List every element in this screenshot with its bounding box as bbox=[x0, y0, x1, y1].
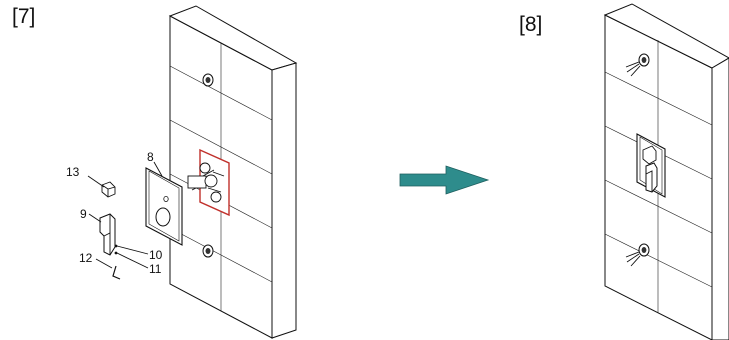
upper-outlet-hole bbox=[202, 73, 214, 87]
installed-mixer-trim bbox=[636, 133, 666, 198]
callout-12: 12 bbox=[79, 251, 93, 265]
callout-10: 10 bbox=[149, 248, 163, 262]
lower-spray-outlet bbox=[625, 243, 650, 267]
handle-lever bbox=[99, 213, 116, 256]
leader-lines bbox=[87, 161, 163, 269]
callout-11: 11 bbox=[149, 262, 162, 276]
cover-plate bbox=[145, 167, 183, 246]
step-8-label: [8] bbox=[519, 13, 543, 36]
concealed-valve-body bbox=[187, 148, 230, 217]
step-7-wall-panel bbox=[168, 5, 298, 339]
washer-part bbox=[114, 251, 118, 255]
step-8-wall-panel bbox=[603, 3, 729, 340]
upper-spray-outlet bbox=[625, 53, 650, 77]
callout-8: 8 bbox=[147, 150, 154, 164]
allen-key bbox=[112, 265, 121, 280]
cap-part bbox=[101, 181, 116, 198]
callout-13: 13 bbox=[66, 165, 80, 179]
lower-outlet-hole bbox=[202, 244, 214, 258]
arrow-right-icon bbox=[399, 165, 490, 195]
screw-part bbox=[114, 244, 118, 248]
step-7-label: [7] bbox=[12, 5, 36, 28]
callout-9: 9 bbox=[80, 207, 87, 221]
